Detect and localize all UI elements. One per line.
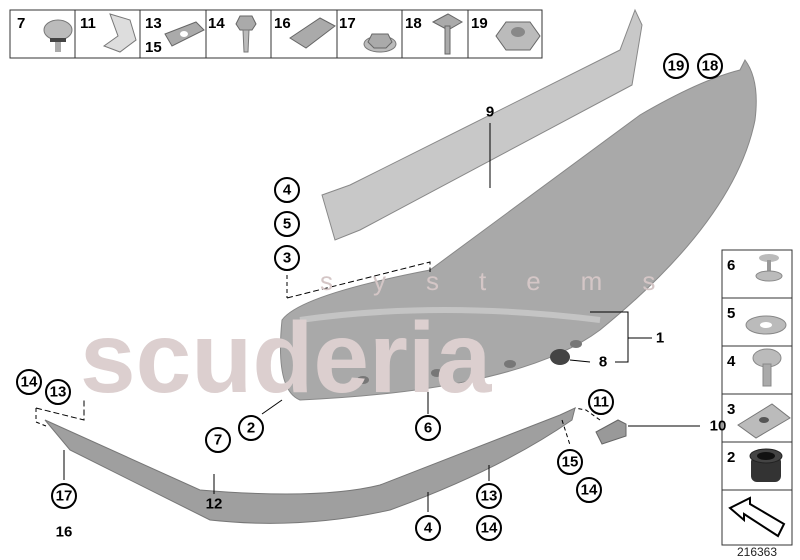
callout-11: 11 (593, 394, 609, 411)
watermark-logo: scuderia (80, 302, 493, 414)
expansion-rivet-icon (755, 254, 783, 282)
leader-lines (35, 123, 700, 512)
hex-nut-icon (495, 21, 541, 51)
u-nut-icon (737, 403, 791, 439)
part-label-2: 2 (727, 449, 735, 466)
part-label-19: 19 (471, 15, 488, 32)
trim-strip (321, 8, 643, 241)
part-label-6: 6 (727, 257, 735, 274)
stud-icon (431, 13, 464, 55)
direction-arrow-icon (728, 496, 786, 538)
callout-1: 1 (656, 330, 664, 347)
rear-bumper-cover (279, 59, 757, 401)
callout-10: 10 (710, 418, 727, 435)
callout-6: 6 (424, 420, 432, 437)
callout-14: 14 (481, 520, 498, 537)
part-label-17: 17 (339, 15, 356, 32)
top-parts-strip: 7 11 13 15 14 16 17 18 19 (9, 9, 543, 59)
callout-13: 13 (481, 488, 498, 505)
part-label-13: 13 (145, 15, 162, 32)
callout-4: 4 (283, 182, 292, 199)
part-label-16: 16 (274, 15, 291, 32)
callout-17: 17 (56, 488, 73, 505)
part-label-11: 11 (80, 15, 96, 32)
callout-18: 18 (702, 58, 719, 75)
push-rivet-icon (43, 19, 73, 52)
diagram-id: 216363 (737, 545, 777, 559)
callout-16: 16 (56, 524, 73, 541)
callout-14: 14 (21, 374, 38, 391)
grommet-icon (749, 448, 783, 482)
bolt-icon (752, 348, 782, 387)
callout-4: 4 (424, 520, 433, 537)
callout-2: 2 (247, 420, 255, 437)
callouts (16, 53, 723, 541)
part-label-3: 3 (727, 401, 735, 418)
part-label-18: 18 (405, 15, 422, 32)
lower-trim-panel (44, 407, 576, 524)
grommet-part (550, 349, 570, 365)
callout-3: 3 (283, 250, 291, 267)
reflector-part (595, 419, 627, 445)
speed-nut-icon (164, 21, 205, 47)
part-label-15: 15 (145, 39, 162, 56)
washer-icon (745, 315, 787, 335)
callout-19: 19 (668, 58, 685, 75)
callout-14: 14 (581, 482, 598, 499)
side-parts-strip: 6 5 4 3 2 216363 (721, 249, 793, 559)
callout-15: 15 (562, 454, 579, 471)
part-label-4: 4 (727, 353, 736, 370)
callout-8: 8 (599, 354, 607, 371)
part-label-5: 5 (727, 305, 735, 322)
watermark-subtitle: systems (320, 266, 695, 296)
callout-5: 5 (283, 216, 291, 233)
hex-screw-icon (235, 15, 257, 53)
flange-nut-icon (363, 33, 397, 53)
slide-clip-icon (289, 17, 336, 49)
callout-12: 12 (206, 496, 223, 513)
callout-7: 7 (214, 432, 222, 449)
callout-9: 9 (486, 104, 494, 121)
callout-13: 13 (50, 384, 67, 401)
part-label-14: 14 (208, 15, 225, 32)
clip-bracket-icon (102, 13, 137, 53)
part-label-7: 7 (17, 15, 25, 32)
